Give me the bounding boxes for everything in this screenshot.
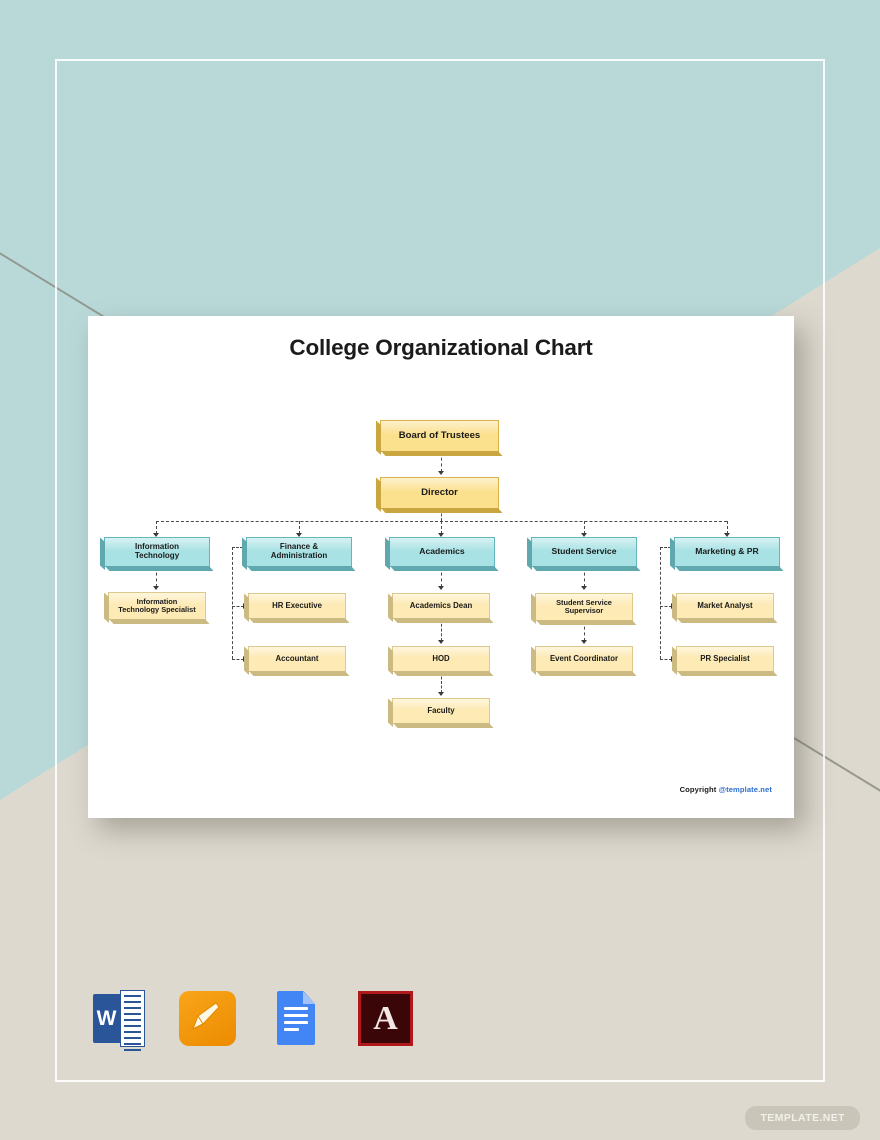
edge-hod-faculty (441, 672, 442, 693)
edge-marketing-pr-specialist (660, 659, 672, 660)
node-label-line2: Supervisor (564, 606, 604, 615)
edge-finance-elbow-top (232, 547, 247, 548)
apple-pages-icon[interactable] (177, 988, 238, 1049)
node-label: HOD (432, 653, 450, 663)
node-label: Academics Dean (409, 600, 473, 610)
arrowhead-academics-dean (438, 586, 444, 590)
node-hod[interactable]: HOD (392, 646, 490, 672)
edge-bus-marketing (727, 521, 728, 534)
edge-marketing-elbow-top (660, 547, 675, 548)
node-label: Accountant (275, 653, 319, 663)
template-net-link[interactable]: @template.net (718, 785, 772, 794)
pen-icon (192, 1002, 220, 1031)
node-label-line2: Technology Specialist (118, 605, 196, 614)
page-title: College Organizational Chart (289, 335, 593, 360)
arrowhead-hod (438, 640, 444, 644)
node-accountant[interactable]: Accountant (248, 646, 346, 672)
arrowhead-academics (438, 533, 444, 537)
node-label: Market Analyst (697, 600, 753, 610)
file-format-icons: W A (88, 988, 416, 1051)
pdf-tile: A (358, 991, 413, 1046)
copyright-notice: Copyright @template.net (680, 785, 772, 794)
edge-bus-it (156, 521, 157, 534)
node-label-line1: Finance & (279, 542, 319, 552)
arrowhead-director (438, 471, 444, 475)
arrowhead-student-supervisor (581, 586, 587, 590)
edge-student-supervisor (584, 567, 585, 587)
arrowhead-marketing (724, 533, 730, 537)
edge-director-bus (441, 509, 442, 521)
node-label: Event Coordinator (549, 653, 618, 663)
template-net-watermark: TEMPLATE.NET (745, 1106, 860, 1130)
edge-marketing-analyst (660, 606, 672, 607)
edge-it-specialist (156, 567, 157, 587)
node-marketing-pr[interactable]: Marketing & PR (674, 537, 780, 567)
arrowhead-it (153, 533, 159, 537)
arrowhead-student (581, 533, 587, 537)
node-label: PR Specialist (700, 653, 750, 663)
node-label-line1: Student Service (556, 597, 612, 607)
node-information-technology[interactable]: Information Technology (104, 537, 210, 567)
node-academics-dean[interactable]: Academics Dean (392, 593, 490, 619)
edge-finance-spine (232, 547, 233, 659)
edge-marketing-spine (660, 547, 661, 659)
edge-bus-academics (441, 521, 442, 534)
node-label: Director (421, 486, 458, 498)
node-faculty[interactable]: Faculty (392, 698, 490, 724)
node-label-line1: Information (135, 542, 179, 552)
node-director[interactable]: Director (380, 477, 499, 509)
edge-academics-dean (441, 567, 442, 587)
node-label: Marketing & PR (695, 546, 759, 557)
adobe-pdf-icon[interactable]: A (355, 988, 416, 1049)
edge-finance-hr (232, 606, 244, 607)
copyright-text: Copyright (679, 785, 719, 794)
arrowhead-it-specialist (153, 586, 159, 590)
google-docs-icon[interactable] (266, 988, 327, 1049)
org-chart: Board of Trustees Director (88, 316, 794, 818)
node-student-service[interactable]: Student Service (531, 537, 637, 567)
arrowhead-finance (296, 533, 302, 537)
node-market-analyst[interactable]: Market Analyst (676, 593, 774, 619)
arrowhead-event-coordinator (581, 640, 587, 644)
node-event-coordinator[interactable]: Event Coordinator (535, 646, 633, 672)
arrowhead-faculty (438, 692, 444, 696)
node-finance-administration[interactable]: Finance & Administration (246, 537, 352, 567)
node-label: Student Service (551, 546, 617, 557)
node-hr-executive[interactable]: HR Executive (248, 593, 346, 619)
ms-word-icon[interactable]: W (88, 988, 149, 1051)
edge-finance-accountant (232, 659, 244, 660)
node-academics[interactable]: Academics (389, 537, 495, 567)
edge-board-director (441, 452, 442, 472)
node-it-specialist[interactable]: Information Technology Specialist (108, 592, 206, 620)
node-label-line2: Technology (134, 551, 180, 560)
node-pr-specialist[interactable]: PR Specialist (676, 646, 774, 672)
node-student-service-supervisor[interactable]: Student Service Supervisor (535, 593, 633, 621)
document-page: College Organizational Chart Board of Tr… (88, 316, 794, 818)
node-label: Board of Trustees (398, 429, 481, 441)
node-board-of-trustees[interactable]: Board of Trustees (380, 420, 499, 452)
node-label-line1: Information (136, 596, 178, 606)
pdf-letter: A (373, 999, 398, 1037)
edge-dean-hod (441, 619, 442, 641)
node-label: Academics (419, 546, 465, 557)
edge-bus-finance (299, 521, 300, 534)
edge-supervisor-event (584, 621, 585, 641)
node-label: HR Executive (272, 600, 322, 610)
word-page (120, 990, 145, 1051)
edge-bus-student (584, 521, 585, 534)
node-label-line2: Administration (270, 551, 328, 560)
word-letter: W (93, 994, 120, 1043)
node-label: Faculty (427, 705, 455, 715)
